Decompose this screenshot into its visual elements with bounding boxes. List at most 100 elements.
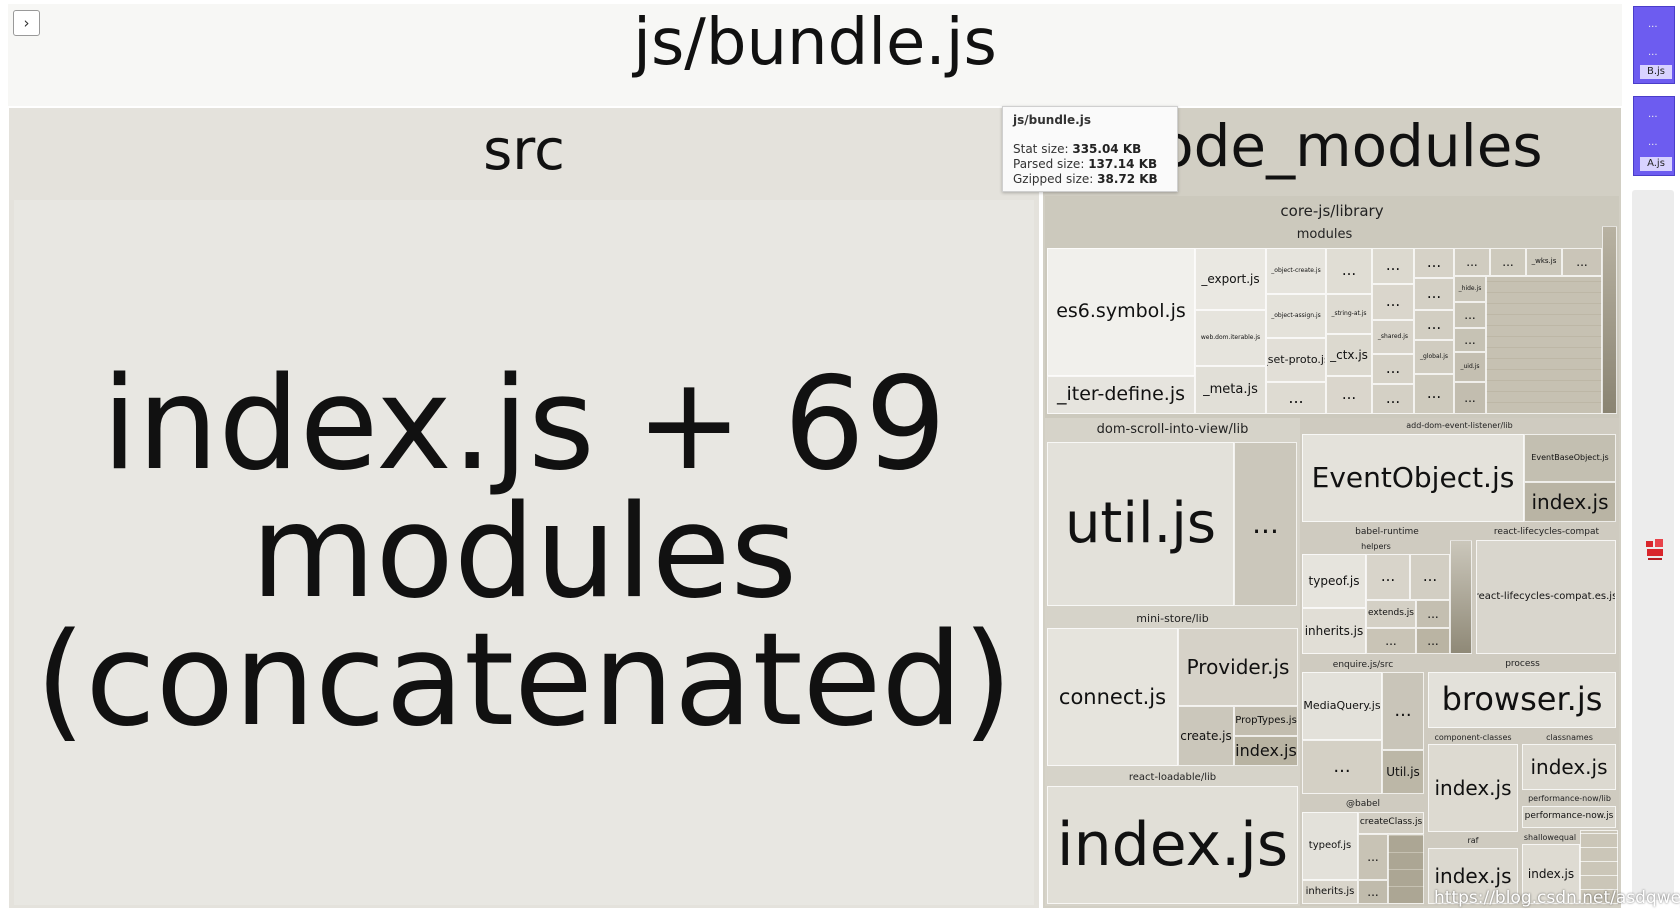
module-dots[interactable]: ... (1302, 740, 1382, 794)
module-mini-store-index[interactable]: index.js (1234, 736, 1298, 766)
module-babel-inherits[interactable]: inherits.js (1302, 880, 1358, 904)
module-dots[interactable]: ... (1372, 248, 1414, 284)
chunk-a-preview[interactable]: ... ... A.js (1633, 96, 1675, 176)
module-dots[interactable]: ... (1372, 354, 1414, 384)
module-global[interactable]: _global.js (1414, 340, 1454, 374)
module-dots[interactable]: ... (1358, 834, 1388, 880)
module-shared[interactable]: _shared.js (1372, 320, 1414, 354)
module-react-lifecycles-compat[interactable]: react-lifecycles-compat.es.js (1476, 540, 1616, 654)
react-loadable-label: react-loadable/lib (1128, 772, 1217, 783)
enquire-label: enquire.js/src (1332, 660, 1394, 670)
module-es6-symbol[interactable]: es6.symbol.js (1047, 248, 1195, 376)
component-classes-label: component-classes (1434, 733, 1512, 742)
tooltip-stat-row: Stat size: 335.04 KB (1013, 142, 1142, 156)
module-dots[interactable]: ... (1382, 672, 1424, 750)
module-event-base-object[interactable]: EventBaseObject.js (1524, 434, 1616, 482)
mini-store-label: mini-store/lib (1136, 612, 1209, 625)
module-event-index[interactable]: index.js (1524, 482, 1616, 522)
module-performance-now[interactable]: performance-now.js (1522, 806, 1616, 828)
module-classnames-index[interactable]: index.js (1522, 744, 1616, 790)
module-create-class[interactable]: createClass.js (1358, 812, 1424, 834)
module-react-loadable-index[interactable]: index.js (1047, 786, 1298, 904)
module-dots[interactable]: ... (1416, 628, 1450, 654)
module-ctx[interactable]: _ctx.js (1326, 334, 1372, 376)
dom-scroll-label: dom-scroll-into-view/lib (1096, 422, 1249, 437)
tooltip-parsed-row: Parsed size: 137.14 KB (1013, 157, 1158, 171)
module-browser[interactable]: browser.js (1428, 672, 1616, 728)
tooltip-gzip-row: Gzipped size: 38.72 KB (1013, 172, 1158, 186)
module-dots[interactable]: ... (1490, 248, 1526, 276)
module-wks[interactable]: _wks.js (1526, 248, 1562, 276)
bundle-title[interactable]: js/bundle.js (633, 6, 997, 80)
babel-label: @babel (1346, 799, 1380, 809)
module-dots[interactable]: ... (1414, 374, 1454, 414)
module-dots[interactable]: ... (1266, 382, 1326, 414)
add-dom-event-label: add-dom-event-listener/lib (1406, 421, 1513, 430)
react-lifecycles-label: react-lifecycles-compat (1493, 527, 1600, 537)
module-babel-typeof[interactable]: typeof.js (1302, 812, 1358, 880)
module-raf-index[interactable]: index.js (1428, 848, 1518, 904)
performance-now-label: performance-now/lib (1528, 794, 1611, 803)
module-dots[interactable]: ... (1234, 442, 1297, 606)
module-dots[interactable]: ... (1454, 248, 1490, 276)
module-tiny-column[interactable] (1602, 226, 1617, 414)
module-extends[interactable]: extends.js (1366, 600, 1416, 628)
module-meta[interactable]: _meta.js (1195, 366, 1266, 414)
module-connect[interactable]: connect.js (1047, 628, 1178, 766)
node-modules-label: node_modules (1121, 112, 1543, 180)
module-util[interactable]: util.js (1047, 442, 1234, 606)
module-hide[interactable]: _hide.js (1454, 276, 1486, 302)
babel-runtime-label: babel-runtime (1355, 527, 1419, 537)
module-event-object[interactable]: EventObject.js (1302, 434, 1524, 522)
module-object-assign[interactable]: _object-assign.js (1266, 294, 1326, 338)
module-dots[interactable]: ... (1326, 376, 1372, 414)
module-provider[interactable]: Provider.js (1178, 628, 1298, 706)
expand-sidebar-button[interactable]: › (13, 10, 40, 36)
treemap-top-bar (8, 4, 1622, 106)
shallowequal-label: shallowequal (1523, 833, 1577, 842)
module-dots[interactable]: ... (1454, 328, 1486, 352)
module-dots[interactable]: ... (1414, 310, 1454, 340)
core-js-label: core-js/library (1280, 202, 1384, 220)
raf-label: raf (1467, 836, 1479, 845)
module-dots[interactable]: ... (1358, 880, 1388, 904)
module-small-grid[interactable] (1486, 276, 1602, 414)
module-typeof[interactable]: typeof.js (1302, 554, 1366, 608)
module-web-dom-iterable[interactable]: web.dom.iterable.js (1195, 310, 1266, 366)
module-object-create[interactable]: _object-create.js (1266, 248, 1326, 294)
chunk-a-label: A.js (1640, 157, 1672, 171)
module-uid[interactable]: _uid.js (1454, 352, 1486, 382)
process-label: process (1505, 659, 1540, 669)
module-proptypes[interactable]: PropTypes.js (1234, 706, 1298, 736)
module-string-at[interactable]: _string-at.js (1326, 294, 1372, 334)
module-tiny-column[interactable] (1450, 540, 1472, 654)
chunk-b-preview[interactable]: ... ... B.js (1633, 6, 1675, 84)
bundle-tooltip: js/bundle.js Stat size: 335.04 KB Parsed… (1002, 106, 1178, 192)
module-dots[interactable]: ... (1366, 628, 1416, 654)
module-dots[interactable]: ... (1372, 384, 1414, 414)
module-dots[interactable]: ... (1562, 248, 1602, 276)
module-dots[interactable]: ... (1454, 382, 1486, 414)
module-dots[interactable]: ... (1414, 278, 1454, 310)
module-dots[interactable]: ... (1416, 600, 1450, 628)
module-dots[interactable]: ... (1410, 554, 1450, 600)
module-mediaquery[interactable]: MediaQuery.js (1302, 672, 1382, 740)
app-badge-icon (1644, 538, 1666, 562)
module-dots[interactable]: ... (1366, 554, 1410, 600)
module-component-classes-index[interactable]: index.js (1428, 744, 1518, 832)
src-main-module[interactable]: index.js + 69 modules (concatenated) (14, 200, 1034, 905)
module-iter-define[interactable]: _iter-define.js (1047, 376, 1195, 414)
module-dots[interactable]: ... (1414, 248, 1454, 278)
module-set-proto[interactable]: _set-proto.js (1266, 338, 1326, 382)
module-shallowequal-index[interactable]: index.js (1522, 844, 1580, 904)
module-small-grid[interactable] (1580, 830, 1618, 904)
module-export[interactable]: _export.js (1195, 248, 1266, 310)
module-inherits[interactable]: inherits.js (1302, 608, 1366, 654)
module-enquire-util[interactable]: Util.js (1382, 750, 1424, 794)
module-small-grid[interactable] (1388, 834, 1424, 904)
module-dots[interactable]: ... (1372, 284, 1414, 320)
module-dots[interactable]: ... (1454, 302, 1486, 328)
watermark-text: https://blog.csdn.net/asdqwe_zxc (1434, 888, 1680, 908)
module-create[interactable]: create.js (1178, 706, 1234, 766)
module-dots[interactable]: ... (1326, 248, 1372, 294)
